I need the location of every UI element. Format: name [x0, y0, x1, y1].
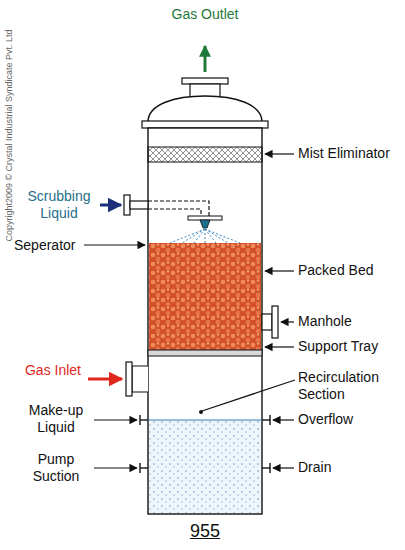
- part-label: Packed Bed: [298, 262, 374, 279]
- part-label: Manhole: [298, 313, 352, 330]
- part-label: Mist Eliminator: [298, 145, 393, 162]
- part-label: Overflow: [298, 411, 353, 428]
- copyright-watermark: Copyright2009 © Crystal Industrial Syndi…: [4, 29, 15, 241]
- part-label: Pump Suction: [20, 451, 92, 485]
- part-label: Drain: [298, 459, 331, 476]
- flow-label: Scrubbing Liquid: [18, 188, 100, 222]
- part-label: Recirculation Section: [298, 369, 398, 403]
- flow-label: Gas Inlet: [22, 362, 84, 379]
- part-label: Make-up Liquid: [20, 402, 92, 436]
- flow-label: Gas Outlet: [170, 6, 240, 23]
- part-label: Support Tray: [298, 338, 378, 355]
- figure-number: 955: [190, 520, 220, 542]
- part-label: Seperator: [14, 237, 75, 254]
